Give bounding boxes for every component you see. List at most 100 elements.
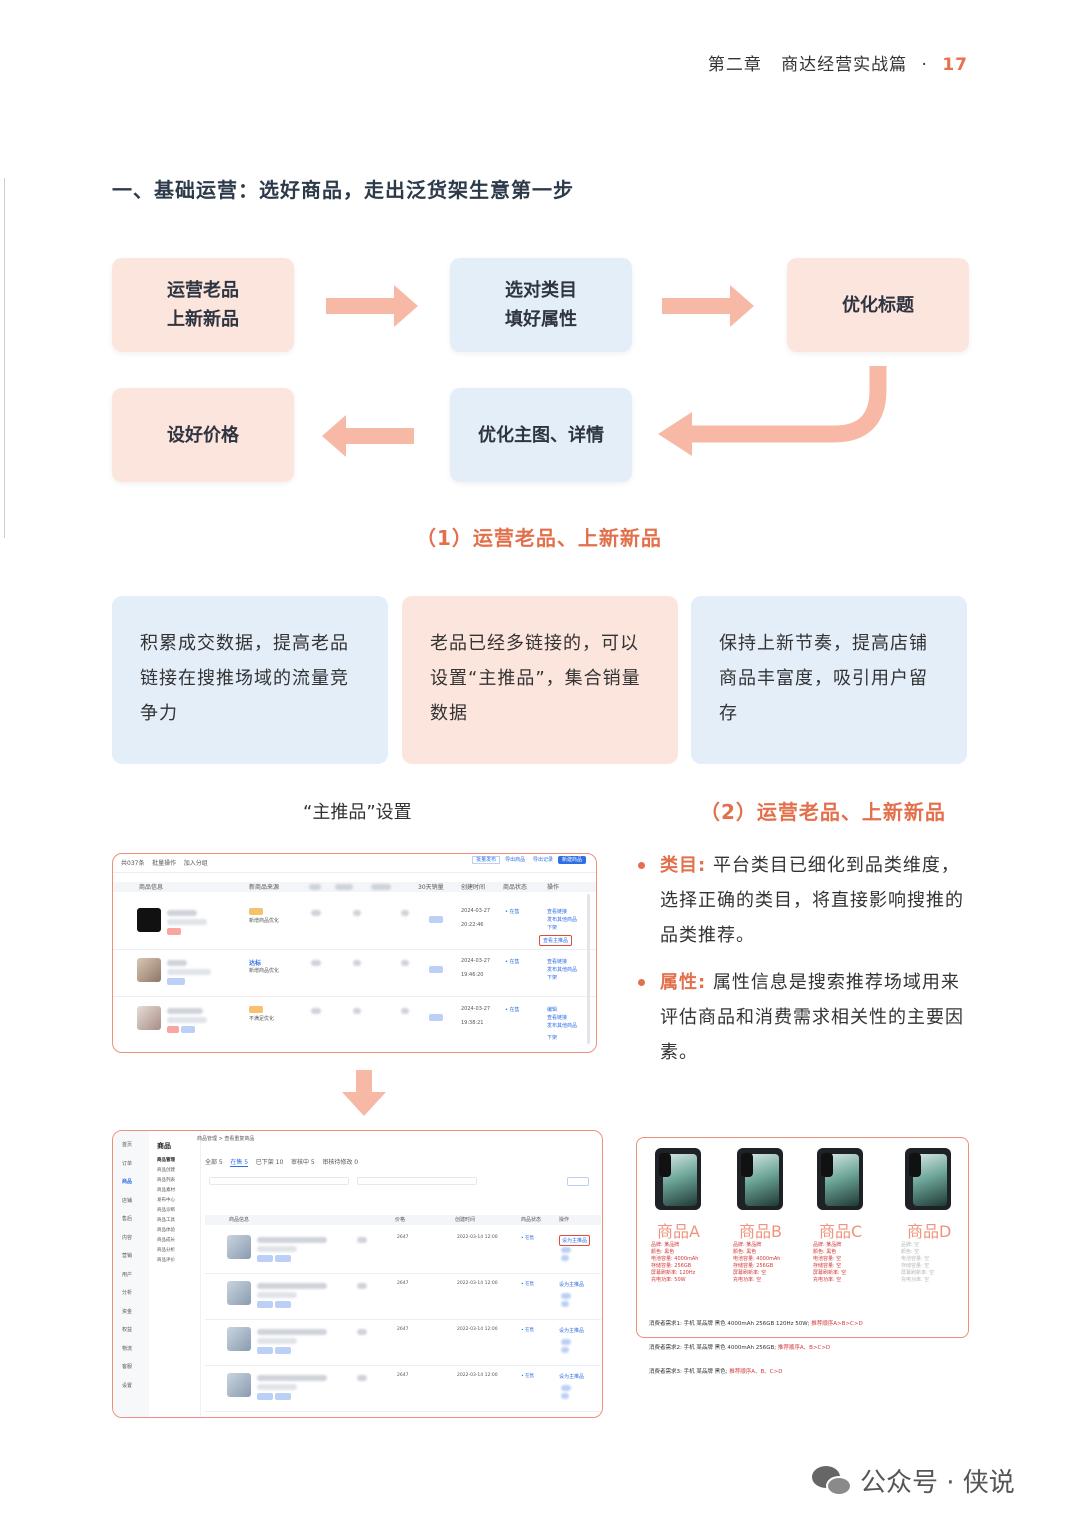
sidebar-item[interactable]: 首页 <box>122 1142 133 1148</box>
page-number: 17 <box>942 55 968 75</box>
row-time: 19:46:20 <box>461 972 484 978</box>
col-sales: 30天销量 <box>418 884 444 891</box>
tab-on-sale[interactable]: 在售 5 <box>230 1159 249 1167</box>
action-publish[interactable]: 发布其他商品 <box>547 967 578 973</box>
sidebar: 首页订单商品店铺售后内容营销用户分析资金权益物流客服设置 <box>113 1131 149 1417</box>
action-view-link[interactable]: 查看链接 <box>547 959 568 965</box>
subnav-item[interactable]: 发布中心 <box>157 1198 175 1203</box>
subhead-1: （1）运营老品、上新新品 <box>416 526 662 550</box>
tab-all[interactable]: 全部 5 <box>205 1159 223 1166</box>
col-price: 价格 <box>395 1217 406 1223</box>
col-created: 创建时间 <box>455 1217 476 1223</box>
watermark-text: 公众号 · 侠说 <box>860 1468 1015 1498</box>
tab-reviewing[interactable]: 审核中 5 <box>290 1159 315 1166</box>
bullet-term: 属性: <box>660 972 707 993</box>
col-actions: 操作 <box>559 1217 570 1223</box>
row-state: • 在售 <box>521 1374 535 1379</box>
sidebar-item[interactable]: 店铺 <box>122 1197 133 1204</box>
sidebar-item[interactable]: 资金 <box>122 1308 133 1315</box>
product-thumbnail <box>227 1373 251 1397</box>
flow-step-1-line2: 上新新品 <box>167 309 239 330</box>
row-stock: 2647 <box>397 1327 409 1332</box>
status-tag <box>249 908 263 915</box>
subnav-item[interactable]: 商品成长 <box>157 1238 175 1243</box>
sidebar-item[interactable]: 设置 <box>122 1382 133 1389</box>
status-note: 不满足优化 <box>249 1016 275 1022</box>
col-status: 商品状态 <box>521 1217 542 1223</box>
row-time: 20:22:46 <box>461 922 484 928</box>
set-main-product-button[interactable]: 设为主推品 <box>559 1374 585 1380</box>
row-date: 2024-03-27 <box>461 958 491 964</box>
phone-image <box>905 1148 951 1210</box>
filter-input[interactable] <box>357 1177 477 1185</box>
batch-publish-button[interactable]: 批量发布 <box>472 856 501 864</box>
product-name: 商品B <box>739 1222 782 1241</box>
set-main-product-button[interactable]: 设为主推品 <box>559 1282 585 1288</box>
flow-step-4: 设好价格 <box>112 388 294 482</box>
sidebar-item[interactable]: 内容 <box>122 1234 133 1241</box>
chapter-label: 第二章 <box>707 55 762 75</box>
sidebar-item[interactable]: 权益 <box>122 1327 133 1333</box>
set-main-product-button[interactable]: 设为主推品 <box>559 1235 591 1246</box>
action-delist[interactable]: 下架 <box>547 1035 558 1041</box>
action-publish[interactable]: 发布其他商品 <box>547 917 578 923</box>
row-date: 2022-03-14 12:00 <box>457 1327 498 1332</box>
view-main-product-button[interactable]: 查看主推品 <box>539 935 573 946</box>
subnav-item[interactable]: 商品管理 <box>157 1158 175 1163</box>
sidebar-item[interactable]: 分析 <box>122 1290 133 1296</box>
flow-step-2-line1: 选对类目 <box>505 280 577 301</box>
flow-step-1: 运营老品上新新品 <box>112 258 294 352</box>
action-view-link[interactable]: 查看链接 <box>547 1015 568 1021</box>
sidebar-item[interactable]: 客服 <box>122 1364 133 1370</box>
export-button[interactable]: 导出商品 <box>505 857 526 863</box>
action-edit[interactable]: 编辑 <box>547 1007 558 1013</box>
row-date: 2022-03-14 12:00 <box>457 1235 498 1240</box>
flow-step-5-label: 优化主图、详情 <box>478 424 604 446</box>
duplicate-products-screenshot: 首页订单商品店铺售后内容营销用户分析资金权益物流客服设置 商品 商品管理商品创建… <box>112 1130 603 1418</box>
bullet-text: 属性信息是搜索推荐场域用来评估商品和消费需求相关性的主要因素。 <box>660 972 964 1063</box>
subnav-item[interactable]: 商品素材 <box>157 1188 175 1193</box>
subnav-item[interactable]: 商品创建 <box>157 1168 175 1173</box>
product-specs: 品牌: 某品牌 颜色: 黑色 电池容量: 空 存储容量: 空 屏幕刷新率: 空 … <box>813 1242 847 1283</box>
subnav-item[interactable]: 商品体验 <box>157 1228 175 1233</box>
set-main-product-button[interactable]: 设为主推品 <box>559 1328 585 1334</box>
action-view-link[interactable]: 查看链接 <box>547 909 568 915</box>
section-title: 一、基础运营：选好商品，走出泛货架生意第一步 <box>112 178 574 202</box>
action-delist[interactable]: 下架 <box>547 975 558 981</box>
scrollbar[interactable] <box>587 894 590 1044</box>
flow-step-3: 优化标题 <box>787 258 969 352</box>
subnav-item[interactable]: 商品评价 <box>157 1258 175 1263</box>
margin-rule <box>4 178 5 538</box>
sidebar-item[interactable]: 售后 <box>122 1216 133 1222</box>
sidebar-item[interactable]: 商品 <box>122 1179 133 1185</box>
subnav-item[interactable]: 商品工具 <box>157 1218 175 1223</box>
info-card-3: 保持上新节奏，提高店铺商品丰富度，吸引用户留存 <box>691 596 967 764</box>
status-tag: 达标 <box>249 960 262 967</box>
action-delist[interactable]: 下架 <box>547 925 558 931</box>
row-state: • 在售 <box>521 1328 535 1333</box>
demand-label: 消费者需求1: 手机 某品牌 黑色 4000mAh 256GB 120Hz 50… <box>649 1321 810 1327</box>
bullet-dot-icon <box>638 862 645 869</box>
sidebar-item[interactable]: 用户 <box>122 1271 133 1278</box>
new-product-button[interactable]: 新建商品 <box>557 856 586 864</box>
subnav-item[interactable]: 商品诊断 <box>157 1208 175 1213</box>
product-thumbnail <box>137 1006 161 1030</box>
sidebar-item[interactable]: 物流 <box>122 1345 133 1352</box>
sidebar-item[interactable]: 营销 <box>122 1253 133 1259</box>
filter-input[interactable] <box>209 1177 349 1185</box>
bullet-attribute: 属性: 属性信息是搜索推荐场域用来评估商品和消费需求相关性的主要因素。 <box>636 965 972 1070</box>
bullet-category: 类目: 平台类目已细化到品类维度，选择正确的类目，将直接影响搜推的品类推荐。 <box>636 848 972 953</box>
toolbar-batch[interactable]: 批量操作 <box>152 860 177 867</box>
toolbar-group[interactable]: 加入分组 <box>183 860 208 867</box>
row-state: • 在售 <box>505 909 520 915</box>
page-header: 第二章 商达经营实战篇 · 17 <box>708 50 968 75</box>
subnav-item[interactable]: 商品列表 <box>157 1178 175 1183</box>
search-button[interactable] <box>567 1177 589 1186</box>
export-record-button[interactable]: 导出记录 <box>533 857 554 863</box>
tab-to-modify[interactable]: 审核待修改 0 <box>322 1159 359 1166</box>
tab-delisted[interactable]: 已下架 10 <box>255 1159 284 1166</box>
product-thumbnail <box>227 1327 251 1351</box>
sidebar-item[interactable]: 订单 <box>122 1160 133 1167</box>
subnav-item[interactable]: 商品分析 <box>157 1248 175 1253</box>
action-publish[interactable]: 发布其他商品 <box>547 1023 578 1029</box>
